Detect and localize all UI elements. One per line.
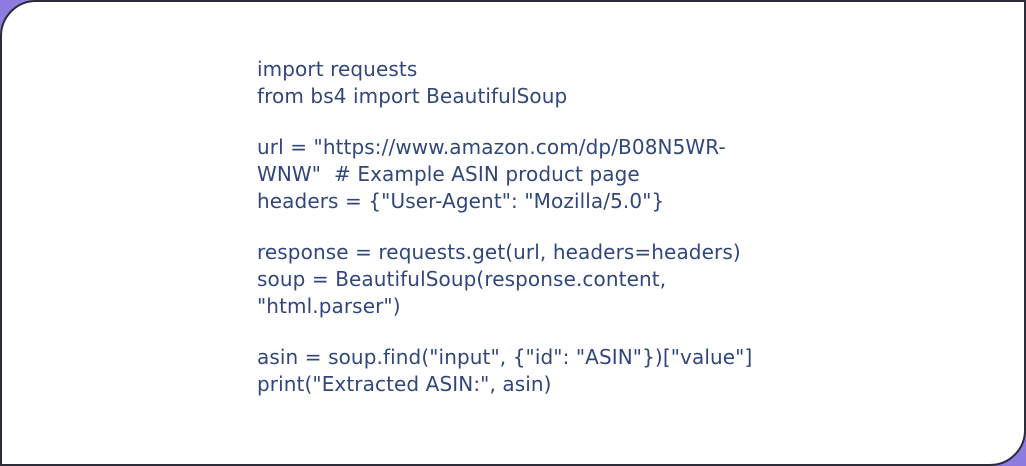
code-line: WNW" # Example ASIN product page: [257, 162, 640, 186]
code-line: print("Extracted ASIN:", asin): [257, 372, 552, 396]
code-block: import requests from bs4 import Beautifu…: [257, 56, 752, 398]
code-line: from bs4 import BeautifulSoup: [257, 84, 568, 108]
code-line: import requests: [257, 57, 418, 81]
code-paragraph-asin-print: asin = soup.find("input", {"id": "ASIN"}…: [257, 344, 752, 398]
code-line: url = "https://www.amazon.com/dp/B08N5WR…: [257, 135, 726, 159]
code-paragraph-imports: import requests from bs4 import Beautifu…: [257, 56, 752, 110]
code-paragraph-url-headers: url = "https://www.amazon.com/dp/B08N5WR…: [257, 134, 752, 215]
code-line: soup = BeautifulSoup(response.content,: [257, 267, 667, 291]
code-paragraph-request-soup: response = requests.get(url, headers=hea…: [257, 239, 752, 320]
code-line: headers = {"User-Agent": "Mozilla/5.0"}: [257, 189, 665, 213]
code-line: asin = soup.find("input", {"id": "ASIN"}…: [257, 345, 753, 369]
code-line: "html.parser"): [257, 294, 401, 318]
code-line: response = requests.get(url, headers=hea…: [257, 240, 741, 264]
